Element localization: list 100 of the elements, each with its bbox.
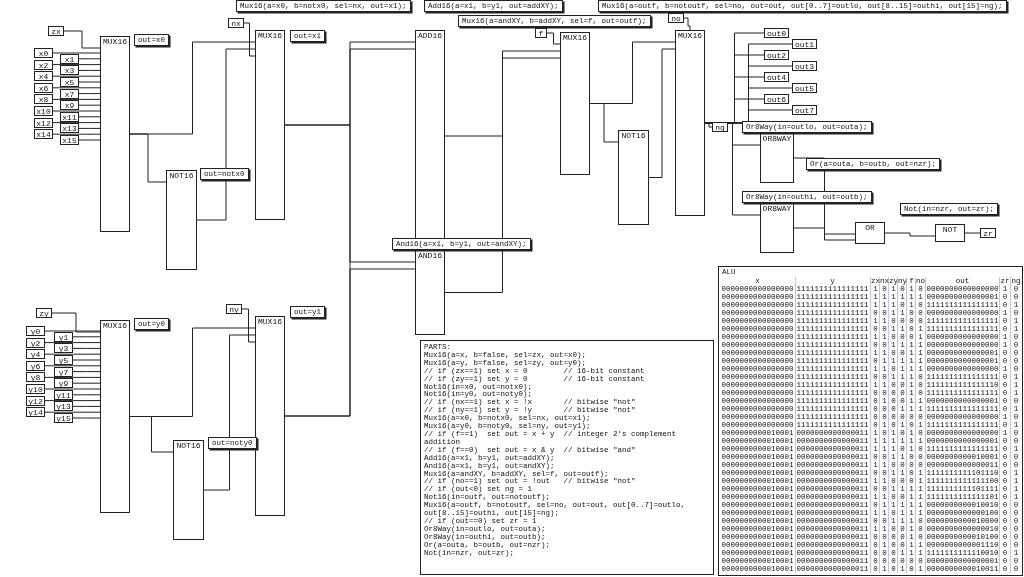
- wire: [284, 124, 416, 263]
- pin-label: x9: [63, 101, 76, 111]
- wire: [52, 122, 101, 124]
- wire: [78, 81, 101, 83]
- chip-box: [855, 222, 885, 244]
- pin-label: y10: [27, 385, 44, 394]
- wire: [683, 17, 691, 31]
- pin-label: y14: [27, 408, 44, 418]
- pin-label: x7: [63, 89, 76, 99]
- wire: [52, 64, 101, 66]
- wire: [51, 312, 101, 333]
- pin-label: y0: [29, 327, 42, 336]
- pin-label: out5: [793, 84, 816, 93]
- wire: [44, 400, 101, 402]
- chip-box: [560, 32, 590, 175]
- wire: [52, 98, 101, 100]
- chip-box: [675, 30, 705, 216]
- pin-label: ny: [228, 305, 240, 314]
- pin-label: x15: [61, 136, 78, 145]
- pin-label: nx: [230, 19, 242, 28]
- pin-label: y7: [57, 367, 70, 377]
- pin-label: zr: [982, 229, 994, 238]
- pin-label: y5: [57, 356, 70, 365]
- chip-box: [100, 36, 130, 232]
- pin-label: y6: [29, 361, 42, 371]
- wire: [44, 330, 101, 332]
- chip-box: [255, 316, 285, 516]
- wire: [444, 50, 561, 137]
- wire: [72, 382, 101, 384]
- wire: [129, 327, 256, 417]
- wire: [78, 104, 101, 106]
- chip-title: MUX16: [562, 33, 588, 42]
- wire: [44, 353, 101, 355]
- pin-label: x0: [37, 49, 50, 58]
- chip-box: [100, 320, 130, 513]
- chip-title: NOT16: [168, 171, 195, 180]
- chip-box: [935, 224, 965, 242]
- chip-title: NOT: [941, 225, 959, 234]
- wire: [243, 22, 256, 57]
- chip-title: OR8WAY: [761, 134, 793, 143]
- wire: [78, 139, 101, 141]
- wire: [52, 133, 101, 135]
- wire: [589, 41, 676, 104]
- wire: [78, 116, 101, 118]
- pin-label: x8: [37, 95, 50, 105]
- wire: [241, 308, 256, 343]
- pin-label: x4: [37, 72, 50, 82]
- pin-label: x12: [35, 118, 52, 128]
- chip-title: ADD16: [417, 31, 443, 40]
- wire: [52, 52, 101, 54]
- pin-label: no: [670, 14, 682, 23]
- chip-box: [166, 170, 197, 270]
- wire: [52, 75, 101, 77]
- wire: [793, 227, 856, 241]
- pin-label: x6: [37, 83, 50, 93]
- wire: [546, 32, 561, 45]
- pin-label: y11: [55, 390, 72, 400]
- wire: [44, 365, 101, 367]
- wire: [72, 359, 101, 361]
- wire: [72, 371, 101, 373]
- pin-label: y4: [29, 350, 42, 360]
- pin-label: out4: [765, 73, 788, 82]
- wire: [129, 41, 256, 135]
- pin-label: x14: [35, 130, 52, 140]
- wire: [78, 69, 101, 71]
- pin-label: y15: [55, 414, 72, 423]
- chip-title: MUX16: [257, 317, 283, 326]
- wire: [52, 87, 101, 89]
- pin-label: zx: [50, 27, 62, 36]
- wire: [444, 57, 561, 293]
- chip-title: MUX16: [102, 321, 128, 330]
- wire: [72, 347, 101, 349]
- wire: [72, 405, 101, 407]
- wire: [44, 342, 101, 344]
- pin-label: ng: [714, 123, 726, 132]
- wire: [78, 58, 101, 60]
- wire: [44, 376, 101, 378]
- pin-label: y13: [55, 402, 72, 412]
- wire: [72, 417, 101, 419]
- pin-label: y2: [29, 338, 42, 348]
- chip-box: [760, 203, 794, 253]
- wire: [44, 411, 101, 413]
- pin-label: x11: [61, 112, 78, 122]
- wire: [52, 110, 101, 112]
- pin-label: x3: [63, 66, 76, 76]
- pin-label: x1: [63, 54, 76, 64]
- pin-label: f: [537, 29, 545, 38]
- pin-label: out2: [765, 51, 788, 60]
- wire: [72, 336, 101, 338]
- pin-label: zy: [38, 309, 50, 318]
- pin-label: y1: [57, 332, 70, 342]
- chip-title: NOT16: [620, 131, 647, 140]
- pin-label: x5: [63, 78, 76, 87]
- wire: [964, 232, 981, 234]
- wire: [648, 48, 676, 178]
- wire: [63, 30, 101, 49]
- pin-label: y12: [27, 396, 44, 406]
- wire: [284, 268, 416, 417]
- chip-box: [255, 30, 285, 220]
- wire: [203, 334, 256, 491]
